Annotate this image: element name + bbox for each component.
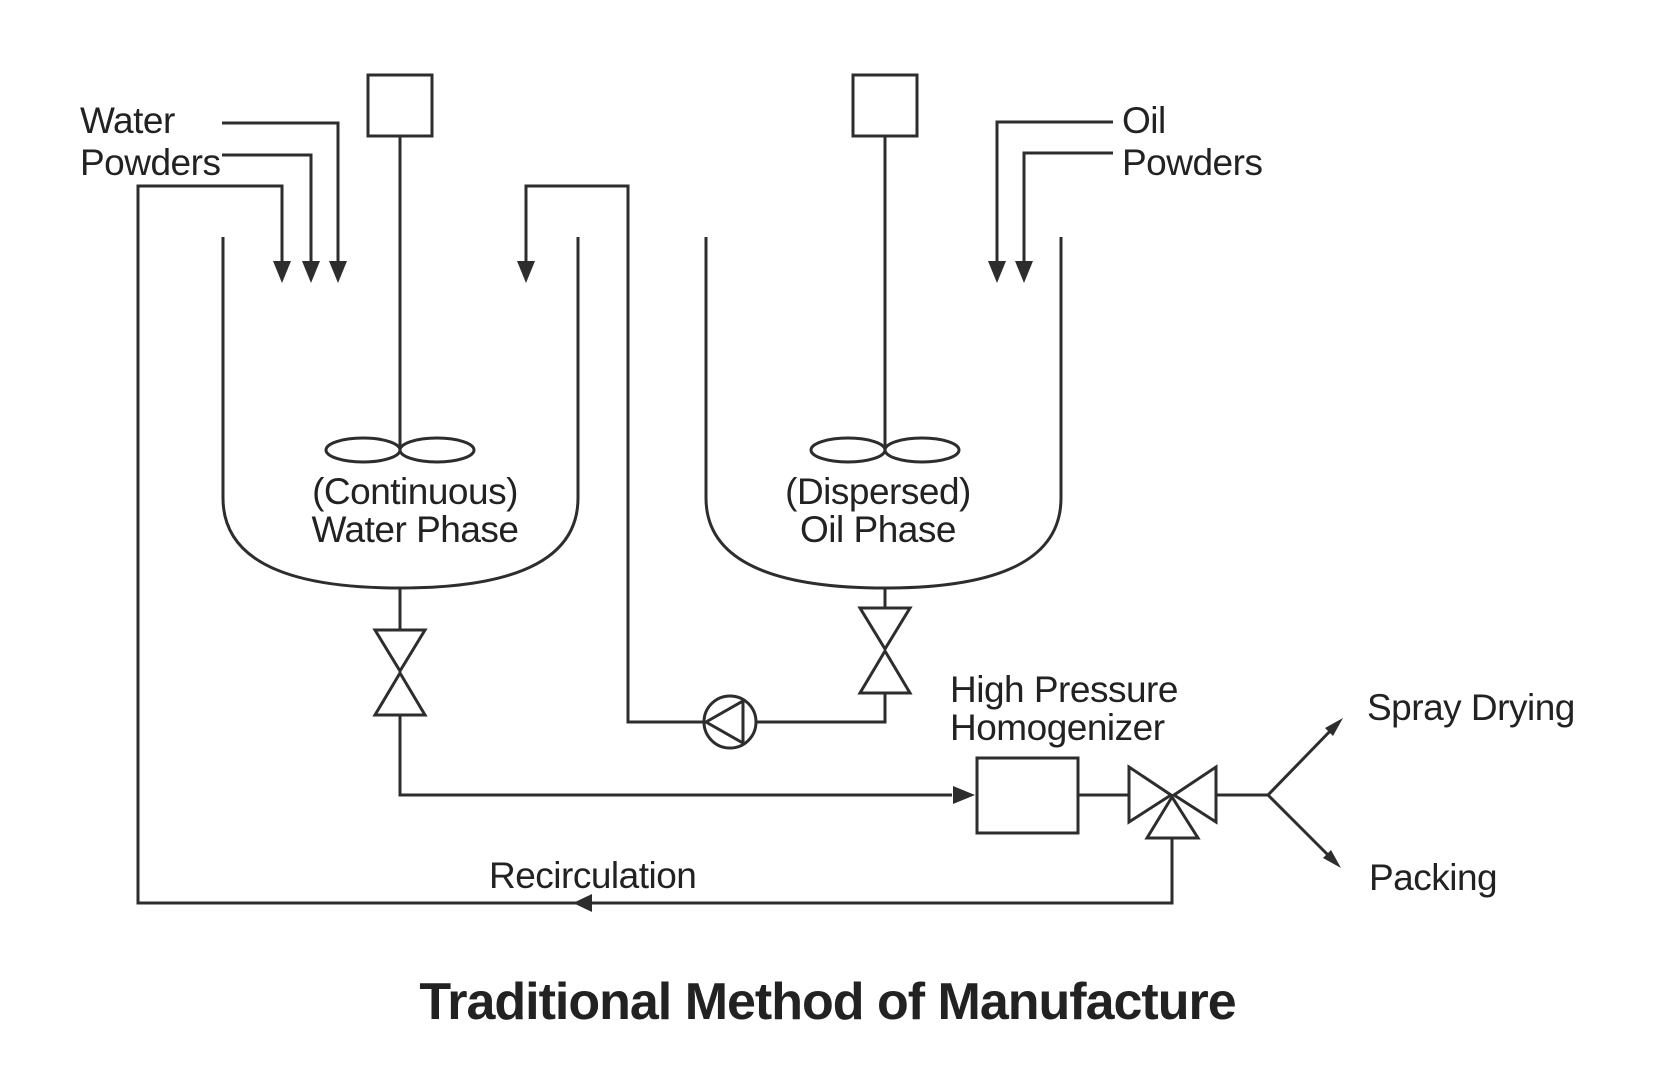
water-feed-label: Water	[80, 100, 175, 141]
left-arrow-icon	[573, 894, 592, 912]
tank-label-line1: (Dispersed)	[785, 471, 971, 512]
oil-feed-label: Oil	[1122, 100, 1166, 141]
powders-feed-line-right	[1015, 151, 1113, 283]
water-feed-line	[222, 121, 347, 283]
tank-label-line2: Oil Phase	[800, 509, 956, 550]
down-arrow-icon	[1015, 261, 1033, 283]
agitator-motor-icon	[366, 73, 434, 138]
oil-feed-line	[988, 120, 1113, 283]
down-arrow-icon	[329, 261, 347, 283]
down-arrow-icon	[517, 261, 535, 283]
agitator-propeller-icon	[324, 436, 476, 464]
water-phase-tank-label: (Continuous) Water Phase	[225, 473, 605, 549]
agitator-motor-icon	[851, 73, 919, 138]
shutoff-valve-icon	[857, 606, 913, 695]
powders-feed-label-left: Powders	[80, 142, 221, 183]
down-arrow-icon	[302, 261, 320, 283]
tank-label-line2: Water Phase	[311, 509, 520, 550]
water-phase-outlet-line	[398, 715, 975, 804]
down-arrow-icon	[988, 261, 1006, 283]
three-way-valve-icon	[1127, 764, 1218, 840]
shutoff-valve-icon	[372, 628, 428, 717]
up-right-arrow-icon	[1325, 718, 1343, 736]
powders-feed-line-left	[222, 153, 320, 283]
packing-label: Packing	[1369, 857, 1498, 898]
pump-icon	[702, 694, 758, 750]
output-split-lines	[1216, 718, 1343, 868]
powders-feed-label-right: Powders	[1122, 142, 1263, 183]
homogenizer-box-icon	[975, 756, 1080, 835]
recirculation-label: Recirculation	[489, 855, 697, 896]
right-arrow-icon	[953, 786, 975, 804]
oil-phase-tank-label: (Dispersed) Oil Phase	[700, 473, 1056, 549]
diagram-title: Traditional Method of Manufacture	[419, 973, 1236, 1031]
agitator-propeller-icon	[809, 436, 961, 464]
down-right-arrow-icon	[1323, 850, 1341, 868]
down-arrow-icon	[273, 261, 291, 283]
tank-label-line1: (Continuous)	[312, 471, 518, 512]
recirculation-line	[136, 184, 1174, 912]
homogenizer-label-line1: High Pressure	[950, 669, 1178, 710]
transfer-line	[517, 184, 887, 724]
homogenizer-label-line2: Homogenizer	[950, 707, 1165, 748]
spray-drying-label: Spray Drying	[1367, 687, 1575, 728]
homogenizer-label: High Pressure Homogenizer	[950, 671, 1178, 747]
